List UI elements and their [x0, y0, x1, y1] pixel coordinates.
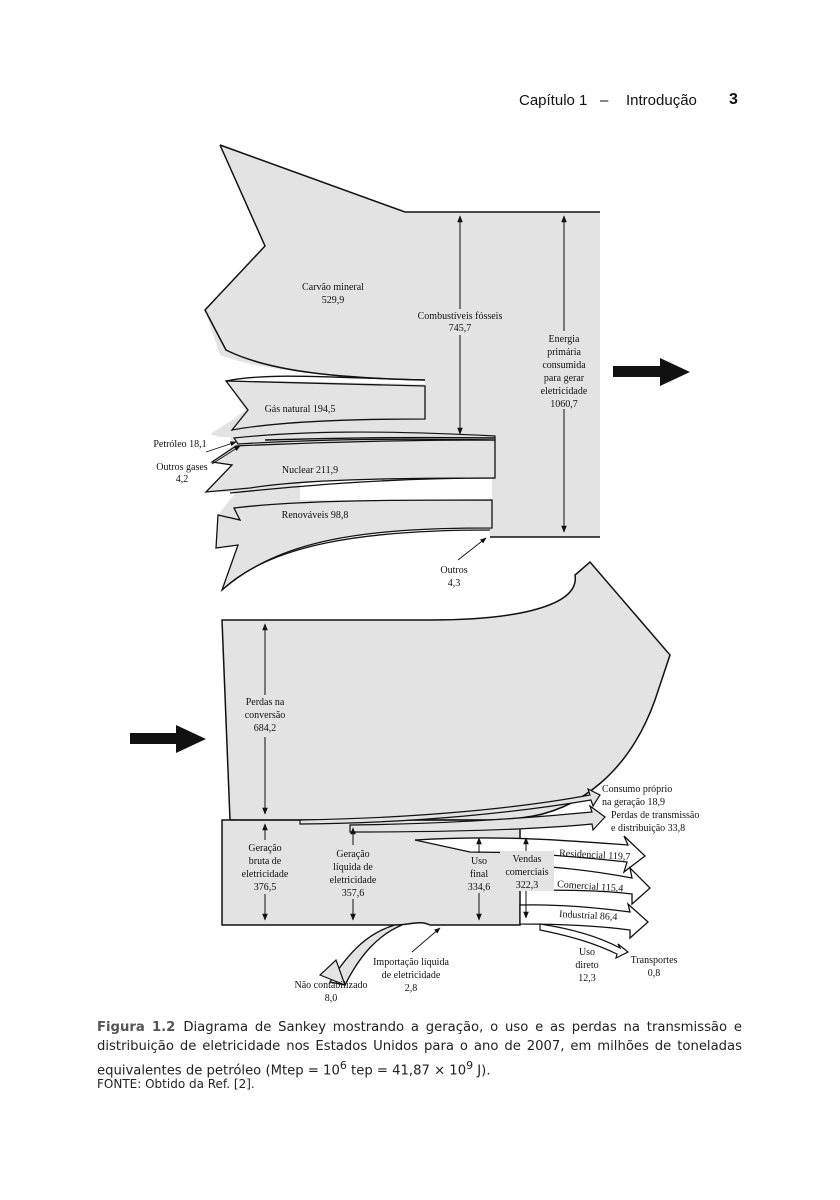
direct-use-line1: Uso	[579, 947, 595, 958]
unaccounted-head	[318, 958, 347, 987]
renewables-label: Renováveis 98,8	[282, 510, 349, 521]
fossil-boundary-line	[264, 436, 496, 441]
transmission-losses-line2: e distribuição 33,8	[611, 823, 685, 834]
import-pointer	[411, 927, 441, 953]
gross-generation-line2: bruta de	[249, 856, 282, 867]
primary-energy-value: 1060,7	[550, 399, 578, 410]
transport-value: 0,8	[648, 968, 661, 979]
coal-label: Carvão mineral	[302, 282, 364, 293]
end-use-line2: final	[470, 869, 489, 880]
primary-energy-line5: eletricidade	[541, 386, 588, 397]
sales-value: 322,3	[516, 880, 539, 891]
transmission-losses-line1: Perdas de transmissão	[611, 810, 699, 821]
caption-text-part3: J).	[473, 1063, 491, 1079]
section-label: Introdução	[626, 92, 697, 109]
fossil-fuels-label: Combustíveis fósseis	[418, 311, 503, 322]
unaccounted-value: 8,0	[325, 993, 338, 1004]
others-label: Outros	[440, 565, 467, 576]
self-consumption-flow	[299, 787, 601, 825]
transport-flow	[539, 923, 630, 960]
primary-energy-body	[205, 145, 600, 590]
net-generation-line2: líquida de	[333, 862, 373, 873]
industrial-label: Industrial 86,4	[559, 909, 618, 923]
net-generation-line3: eletricidade	[330, 875, 377, 886]
primary-energy-line4: para gerar	[544, 373, 585, 384]
nuclear-band	[204, 439, 496, 493]
chapter-label: Capítulo 1	[519, 92, 588, 109]
primary-energy-border	[204, 144, 600, 538]
figure-source: FONTE: Obtido da Ref. [2].	[97, 1077, 255, 1091]
conversion-losses-line2: conversão	[245, 710, 286, 721]
natural-gas-label: Gás natural 194,5	[265, 404, 336, 415]
figure-label: Figura 1.2	[97, 1020, 176, 1035]
header-dash: –	[600, 92, 609, 109]
primary-energy-line2: primária	[547, 347, 581, 358]
top-sankey	[204, 144, 600, 593]
gross-generation-line3: eletricidade	[242, 869, 289, 880]
import-line1: Importação líquida	[373, 957, 449, 968]
others-pointer	[457, 537, 487, 561]
bottom-sankey	[221, 560, 671, 987]
other-gases-label: Outros gases	[156, 462, 207, 473]
import-value: 2,8	[405, 983, 418, 994]
self-consumption-line1: Consumo próprio	[602, 784, 672, 795]
conversion-losses-value: 684,2	[254, 723, 277, 734]
others-value: 4,3	[448, 578, 461, 589]
end-use-value: 334,6	[468, 882, 491, 893]
primary-energy-line1: Energia	[549, 334, 580, 345]
net-generation-value: 357,6	[342, 888, 365, 899]
transmission-losses-flow	[349, 804, 606, 833]
industrial-flow	[519, 902, 649, 940]
sales-line2: comerciais	[505, 867, 548, 878]
end-use-line1: Uso	[471, 856, 487, 867]
caption-text-part1: Diagrama de Sankey mostrando a geração, …	[97, 1020, 742, 1079]
running-header: Capítulo 1 – Introdução 3	[0, 91, 740, 114]
transport-label: Transportes	[631, 955, 678, 966]
sankey-diagram: Carvão mineral 529,9 Combustíveis fóssei…	[130, 144, 699, 1004]
page-number: 3	[729, 91, 738, 108]
petroleum-label: Petróleo 18,1	[153, 439, 206, 450]
unaccounted-flow	[328, 924, 403, 986]
direct-use-line2: direto	[575, 960, 598, 971]
primary-energy-line3: consumida	[542, 360, 586, 371]
net-generation-line1: Geração	[336, 849, 369, 860]
import-line2: de eletricidade	[382, 970, 441, 981]
renewables-band	[215, 499, 493, 593]
direct-use-value: 12,3	[578, 973, 596, 984]
gross-generation-value: 376,5	[254, 882, 277, 893]
caption-text-part2: tep = 41,87 × 10	[346, 1063, 467, 1079]
flow-direction-arrow-right	[613, 358, 690, 386]
residential-label: Residencial 119,7	[559, 848, 631, 863]
gross-generation-line1: Geração	[248, 843, 281, 854]
gas-tongue	[224, 380, 426, 431]
caption-exponent-2: 9	[466, 1059, 474, 1072]
self-consumption-line2: na geração 18,9	[602, 797, 665, 808]
commercial-label: Comercial 115,4	[557, 879, 624, 895]
flow-direction-arrow-left	[130, 725, 206, 753]
sales-line1: Vendas	[513, 854, 542, 865]
others-line	[221, 529, 491, 591]
nuclear-bottom-line	[229, 477, 496, 494]
nuclear-label: Nuclear 211,9	[282, 465, 338, 476]
caption-exponent-1: 6	[339, 1059, 347, 1072]
other-gases-value: 4,2	[176, 474, 189, 485]
conversion-losses-line1: Perdas na	[246, 697, 285, 708]
petroleum-pointer	[205, 441, 237, 453]
fossil-fuels-value: 745,7	[449, 323, 472, 334]
coal-value: 529,9	[322, 295, 345, 306]
other-gases-pointer	[211, 445, 241, 465]
unaccounted-label: Não contabilizado	[294, 980, 367, 991]
